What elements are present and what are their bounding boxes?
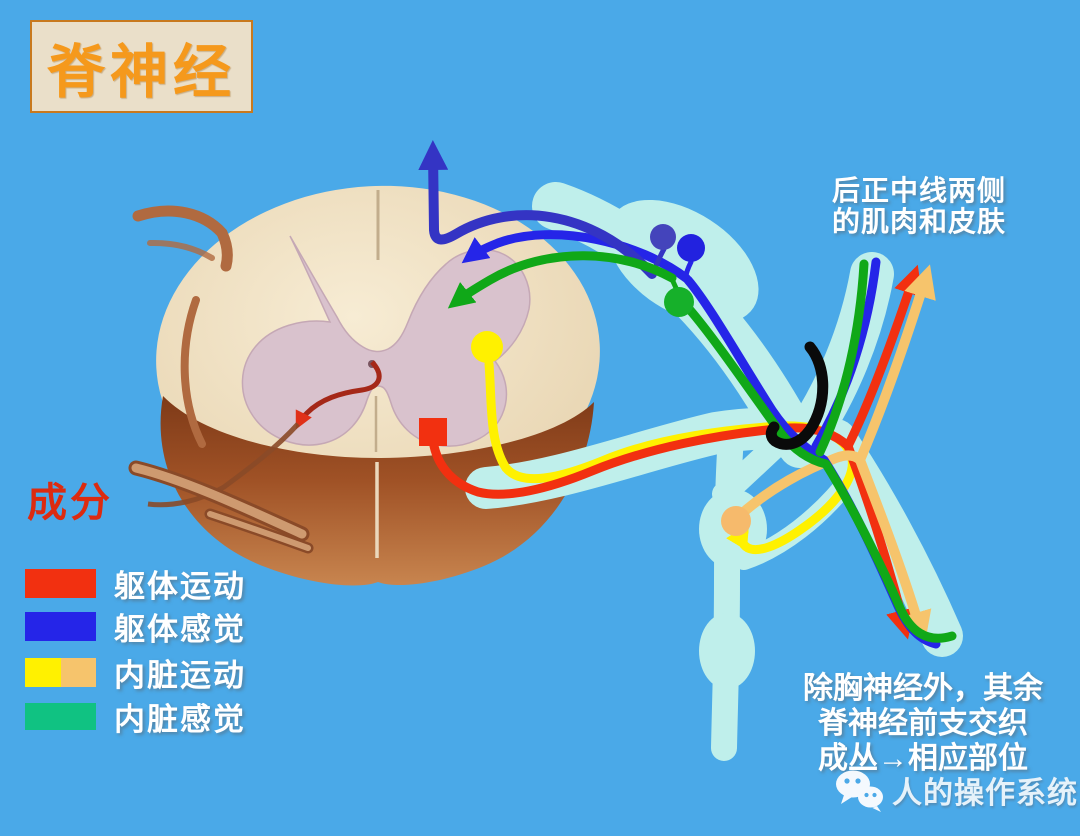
annotation-line: 的肌肉和皮肤 [832, 205, 1007, 237]
legend-item-somatic-sensory: 躯体感觉 [25, 604, 246, 649]
lateral-horn-neuron-yellow [471, 331, 503, 363]
page-title: 脊神经 [46, 39, 236, 105]
dorsal-rootlets-left [132, 205, 233, 448]
legend-item-somatic-motor: 躯体运动 [25, 561, 246, 606]
ventral-root-reflex-arrow [295, 360, 382, 430]
neuron-cell-bodies [419, 224, 751, 536]
annotation-line: 脊神经前支交织 [818, 706, 1028, 740]
visceral-motor-post-dorsal-branch [855, 264, 936, 465]
legend-swatch-yellow-orange [25, 658, 96, 687]
spinal-cord-group [128, 185, 600, 586]
visceral-sensory-dorsal-branch [815, 259, 869, 457]
legend-item-visceral-sensory: 内脏感觉 [25, 694, 246, 739]
legend-label: 内脏运动 [114, 658, 246, 693]
spinal-ganglion-cell-green [664, 287, 694, 317]
title-box: 脊神经 [30, 20, 253, 113]
somatic-motor-path [429, 423, 853, 499]
legend-swatch-blue [25, 612, 96, 641]
spinal-ganglion-sheath [607, 199, 759, 325]
annotation-line: 后正中线两侧 [832, 175, 1007, 206]
somatic-sensory-stem [682, 259, 694, 282]
legend-label: 躯体感觉 [114, 612, 246, 647]
ascending-branch-arrow [418, 140, 657, 279]
nerve-pathways-group [418, 140, 957, 649]
watermark: 人的操作系统 [834, 768, 1078, 812]
ventral-root-exit-strand [147, 422, 300, 508]
legend-swatch-red [25, 569, 96, 598]
annotation-line: 除胸神经外，其余 [803, 672, 1043, 705]
spinal-ganglion-cell-blue-dark [650, 224, 676, 250]
visceral-motor-post-path [741, 450, 865, 515]
visceral-sensory-stem [668, 274, 679, 291]
legend-heading: 成分 [27, 481, 113, 525]
spinal-ganglion-cell-blue [677, 234, 705, 262]
legend-swatch-green [25, 703, 96, 730]
visceral-sensory-peripheral-path [685, 305, 957, 643]
visceral-motor-post-ventral-branch [855, 455, 932, 645]
sympathetic-ganglion-cell-orange [721, 506, 751, 536]
wechat-icon [836, 770, 883, 812]
legend-swatch-orange-half [60, 658, 96, 687]
legend-label: 躯体运动 [114, 569, 246, 604]
ventral-horn-motor-neuron-square [419, 418, 447, 446]
spinal-nerve-trunk-hook [765, 341, 829, 450]
sympathetic-ganglion-lower-sheath [699, 613, 755, 689]
annotation-line: 成丛→相应部位 [818, 741, 1028, 775]
visceral-sensory-central-arrow [447, 251, 677, 309]
watermark-text: 人的操作系统 [892, 777, 1078, 810]
sympathetic-trunk-sheath [711, 423, 744, 761]
somatic-sensory-central-arrow [461, 230, 691, 283]
legend-swatch-yellow-half [25, 658, 61, 687]
annotation-posterior-branch: 后正中线两侧 的肌肉和皮肤 [832, 175, 1007, 238]
annotation-anterior-branch: 除胸神经外，其余 脊神经前支交织 成丛→相应部位 [775, 672, 1071, 776]
legend-item-visceral-motor: 内脏运动 [25, 650, 246, 695]
ventral-rootlets-left [128, 460, 314, 554]
legend-label: 内脏感觉 [114, 702, 246, 737]
